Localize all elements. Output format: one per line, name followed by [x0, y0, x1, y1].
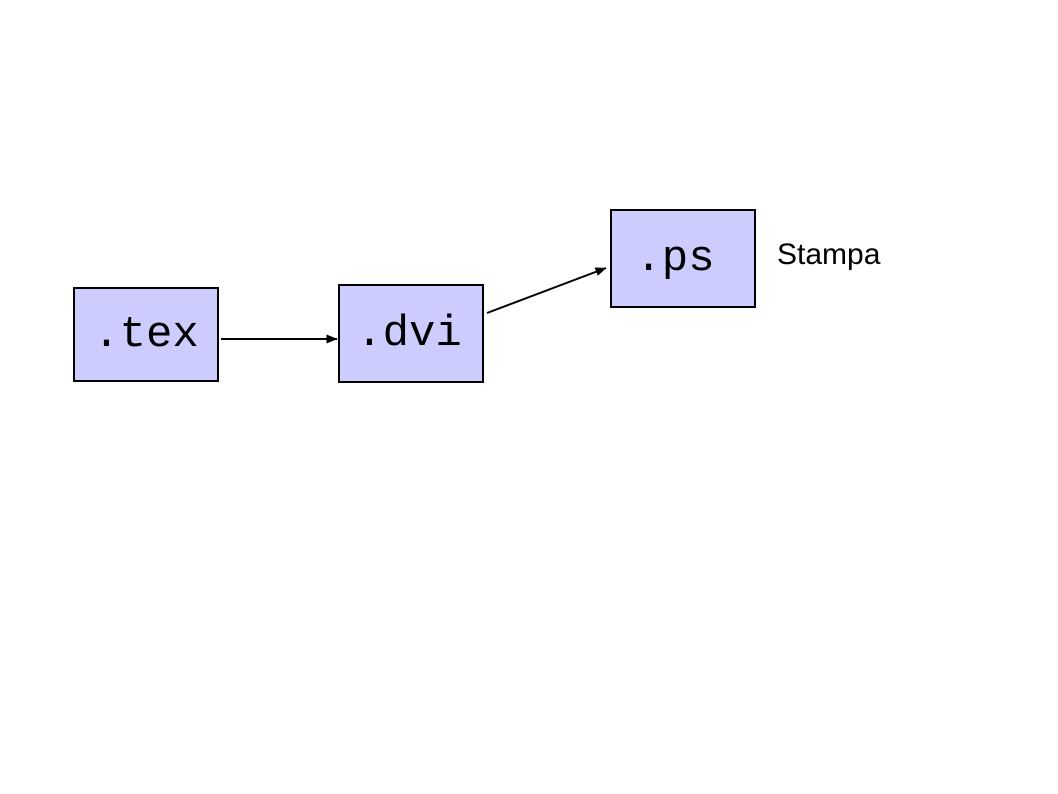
annotation-stampa: Stampa — [777, 238, 881, 271]
node-tex[interactable]: .tex — [73, 287, 219, 382]
node-dvi[interactable]: .dvi — [338, 284, 484, 383]
node-ps-label: .ps — [635, 233, 715, 284]
node-dvi-label: .dvi — [356, 308, 462, 359]
edge-dvi-to-ps — [486, 267, 607, 314]
node-ps[interactable]: .ps — [610, 209, 756, 308]
node-tex-label: .tex — [93, 309, 199, 360]
